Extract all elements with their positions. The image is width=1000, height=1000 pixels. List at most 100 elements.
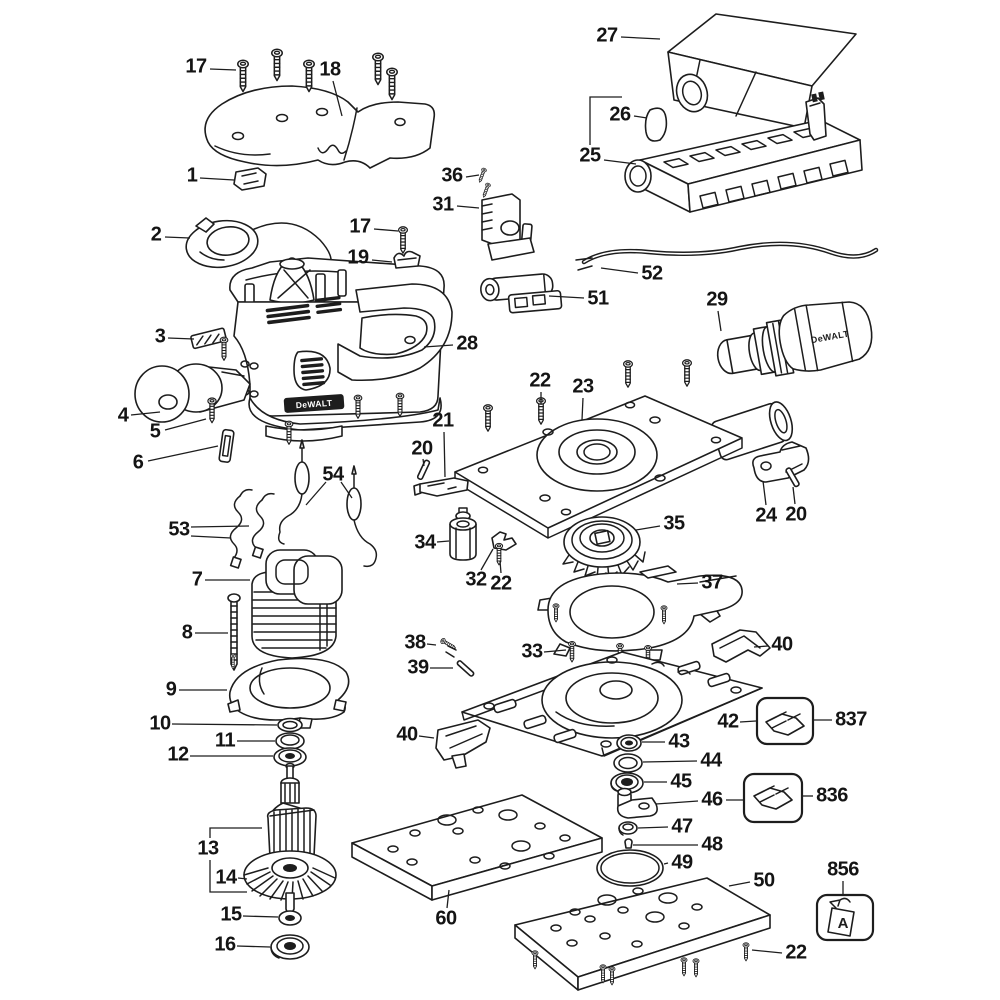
part-856-label-box-drawing: A — [815, 893, 875, 942]
part-23-base-plate-drawing — [454, 395, 794, 539]
part-label-28-15: 28 — [456, 332, 478, 355]
part-label-2-3: 2 — [150, 223, 162, 246]
part-11-washer-drawing — [275, 732, 305, 750]
part-42-support-plate-drawing — [461, 651, 763, 757]
leader-line — [373, 228, 399, 232]
part-43-grommet-drawing — [616, 734, 642, 752]
part-label-10-54: 10 — [149, 712, 171, 735]
part-label-4-16: 4 — [117, 404, 129, 427]
part-label-20-21: 20 — [411, 437, 433, 460]
part-8-bolt-drawing — [227, 593, 241, 671]
warning-label-letter: A — [838, 915, 849, 932]
part-25-filter-frame-drawing — [624, 91, 863, 213]
part-label-32-27: 32 — [465, 568, 487, 591]
part-label-856-52: 856 — [827, 858, 859, 881]
part-label-40-38: 40 — [396, 723, 418, 746]
part-label-24-23: 24 — [755, 504, 777, 527]
part-47-nut-drawing — [618, 821, 638, 836]
leader-line — [426, 643, 437, 646]
leader-line — [371, 259, 393, 263]
part-37-fan-housing-drawing — [537, 565, 743, 661]
leader-line — [642, 760, 698, 763]
part-label-42-39: 42 — [717, 710, 739, 733]
part-label-54-31: 54 — [322, 463, 344, 486]
part-label-12-56: 12 — [167, 743, 189, 766]
part-19-clip-drawing — [393, 250, 421, 269]
leader-line — [637, 826, 669, 829]
part-label-1-2: 1 — [186, 164, 198, 187]
part-20-pin-left-drawing — [416, 459, 431, 481]
leader-line — [423, 344, 454, 348]
part-label-17-4: 17 — [349, 215, 371, 238]
part-label-45-43: 45 — [670, 770, 692, 793]
leader-line — [236, 945, 271, 948]
leader-line — [164, 236, 191, 239]
part-label-3-14: 3 — [154, 325, 166, 348]
part-label-21-22: 21 — [432, 409, 454, 432]
part-40-shoe-right-drawing — [711, 629, 771, 663]
part-15-washer-drawing — [278, 910, 302, 926]
part-9-baffle-drawing — [227, 657, 350, 729]
part-1-clip-drawing — [233, 167, 267, 191]
leader-line — [499, 560, 502, 574]
part-52-cord-drawing — [575, 241, 879, 271]
part-label-22-19: 22 — [529, 369, 551, 392]
leader-line — [242, 915, 279, 918]
leader-line — [237, 877, 248, 880]
part-label-7-32: 7 — [191, 568, 203, 591]
part-label-5-17: 5 — [149, 420, 161, 443]
part-label-16-60: 16 — [214, 933, 236, 956]
leader-line — [655, 800, 699, 805]
leader-line — [548, 295, 585, 299]
part-label-19-5: 19 — [347, 246, 369, 269]
leader-line — [443, 431, 446, 478]
leader-line — [543, 649, 567, 653]
leader-lines — [130, 36, 844, 954]
part-label-27-8: 27 — [596, 24, 618, 47]
leader-line — [753, 645, 769, 648]
leader-line — [751, 949, 783, 954]
leader-line — [209, 827, 262, 838]
part-label-18-1: 18 — [319, 58, 341, 81]
part-label-22-51: 22 — [785, 941, 807, 964]
leader-line — [739, 720, 757, 723]
leader-line — [581, 397, 584, 421]
part-label-44-42: 44 — [700, 749, 722, 772]
part-label-34-26: 34 — [414, 531, 436, 554]
part-label-51-12: 51 — [587, 287, 609, 310]
part-label-836-45: 836 — [816, 784, 848, 807]
part-837-kit-box-drawing — [755, 696, 815, 746]
leader-line — [663, 862, 669, 865]
leader-line — [633, 115, 648, 119]
part-28-motor-housing-drawing: DeWALT — [229, 223, 533, 442]
part-12-bearing-drawing — [273, 747, 307, 767]
part-label-15-59: 15 — [220, 903, 242, 926]
leader-line — [418, 735, 435, 739]
leader-line — [332, 80, 343, 117]
leader-line — [717, 310, 722, 332]
part-label-53-30: 53 — [168, 518, 190, 541]
part-46-eccentric-drawing — [616, 787, 658, 819]
leader-line — [436, 540, 450, 543]
part-26-filter-drawing — [644, 107, 668, 142]
leader-line — [171, 723, 278, 726]
leader-line — [190, 535, 232, 539]
leader-line — [589, 96, 622, 145]
part-label-35-25: 35 — [663, 512, 685, 535]
part-7-field-coil-drawing — [251, 549, 343, 659]
part-label-50-49: 50 — [753, 869, 775, 892]
leader-line — [446, 889, 450, 909]
part-label-37-29: 37 — [701, 571, 723, 594]
part-label-39-35: 39 — [407, 656, 429, 679]
leader-line — [480, 548, 494, 571]
leader-line — [305, 481, 327, 506]
part-3-switch-slide-drawing — [190, 327, 228, 350]
part-label-49-48: 49 — [671, 851, 693, 874]
part-label-23-20: 23 — [572, 375, 594, 398]
part-label-26-9: 26 — [609, 103, 631, 126]
leader-line — [147, 445, 219, 462]
leader-line — [199, 177, 235, 181]
leader-line — [620, 36, 661, 40]
